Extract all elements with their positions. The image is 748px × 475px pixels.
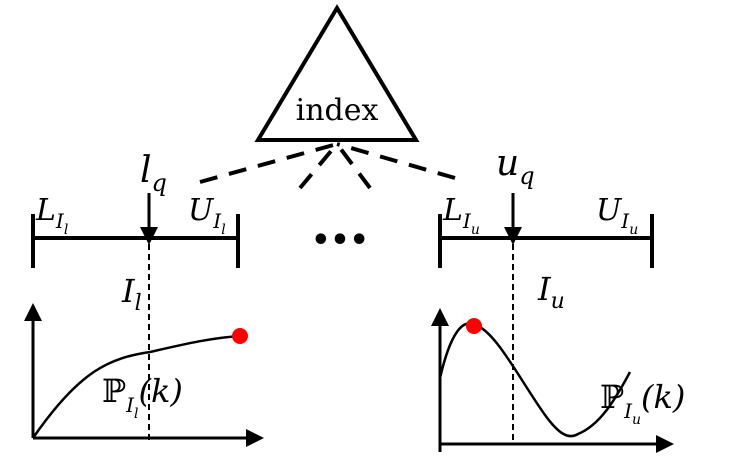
left-interval	[31, 193, 240, 440]
left-interval-name: Il	[121, 272, 142, 316]
index-dashed-links	[199, 142, 456, 190]
left-plot	[24, 303, 264, 447]
right-interval	[438, 193, 654, 445]
right-lower-label: LIu	[442, 193, 480, 238]
right-plot-curve	[438, 322, 632, 438]
right-upper-label: UIu	[596, 193, 638, 238]
ellipsis: •••	[311, 223, 369, 258]
right-query-bound-label: uq	[496, 143, 535, 190]
left-upper-label: UIl	[188, 193, 226, 238]
left-query-bound-label: lq	[140, 150, 167, 197]
left-plot-curve	[31, 334, 241, 439]
index-label: index	[296, 93, 379, 128]
left-lower-label: LIl	[35, 193, 68, 238]
left-plot-label: ℙIl(k)	[102, 372, 183, 422]
right-plot-max-marker	[466, 318, 482, 334]
right-plot	[431, 308, 674, 453]
index-triangle	[254, 4, 420, 142]
left-plot-max-marker	[232, 328, 248, 344]
right-interval-name: Iu	[537, 270, 565, 314]
right-plot-label: ℙIu(k)	[600, 378, 685, 428]
